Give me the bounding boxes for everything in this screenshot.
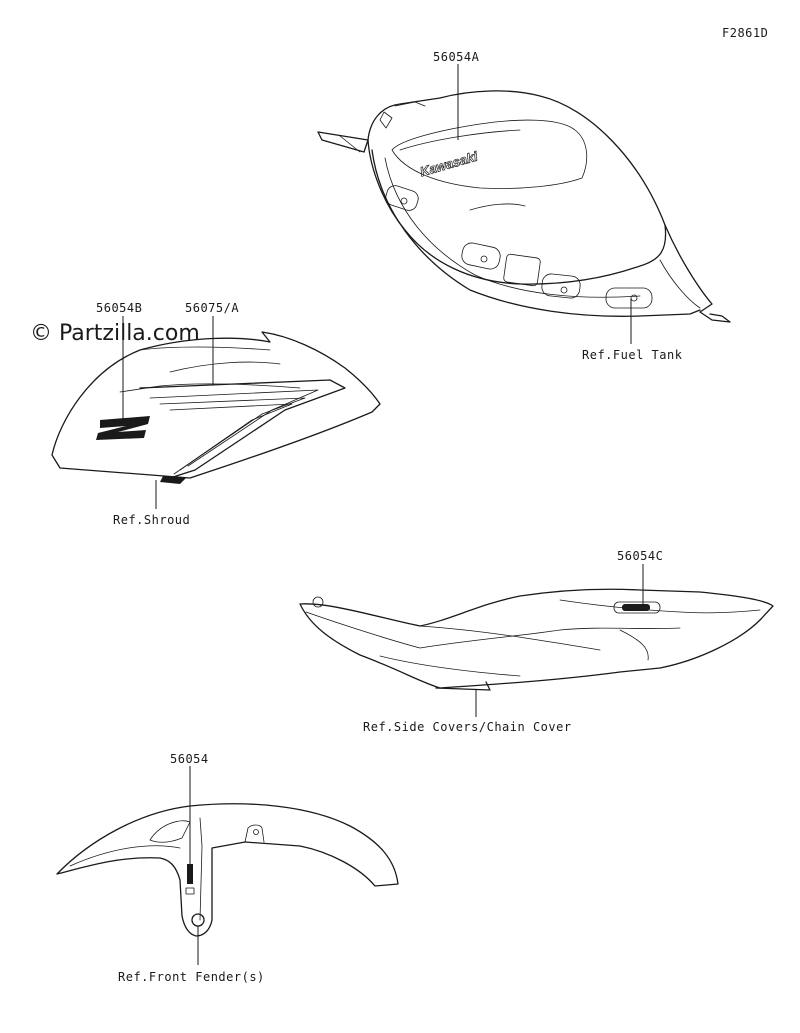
watermark: © Partzilla.com <box>30 321 200 346</box>
shroud-reference: Ref.Shroud <box>113 513 190 527</box>
side-covers-part-number: 56054C <box>617 549 663 563</box>
figure-code: F2861D <box>722 26 768 40</box>
shroud-drawing <box>51 331 381 484</box>
side-covers-drawing <box>299 588 774 691</box>
kawasaki-logo: Kawasaki <box>418 149 479 180</box>
fuel-tank-drawing: Kawasaki <box>317 90 731 323</box>
front-fender-reference: Ref.Front Fender(s) <box>118 970 265 984</box>
shroud-part-number-right: 56075/A <box>185 301 239 315</box>
fuel-tank-reference: Ref.Fuel Tank <box>582 348 683 362</box>
front-fender-drawing <box>56 803 399 937</box>
side-covers-reference: Ref.Side Covers/Chain Cover <box>363 720 572 734</box>
fuel-tank-part-number: 56054A <box>433 50 480 64</box>
front-fender-part-number: 56054 <box>170 752 209 766</box>
shroud-part-number-left: 56054B <box>96 301 142 315</box>
